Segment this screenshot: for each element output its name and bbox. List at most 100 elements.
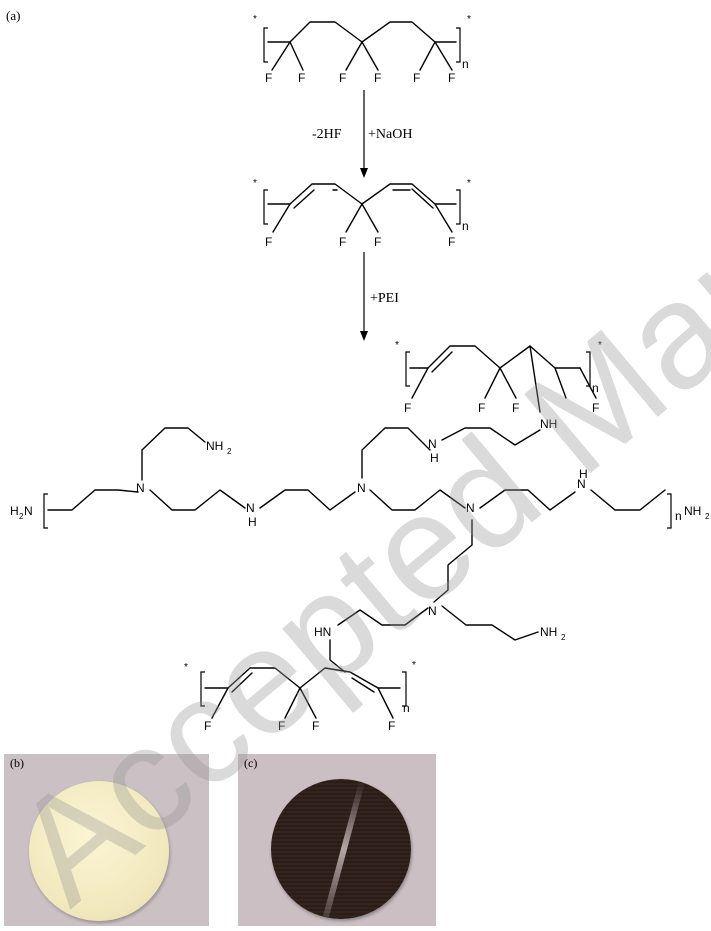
fluorine: F bbox=[265, 235, 272, 249]
cf-bonds bbox=[271, 41, 453, 71]
double-bond-2 bbox=[411, 188, 434, 209]
nitrogen: N bbox=[24, 504, 33, 518]
hydrogen: H bbox=[248, 515, 257, 529]
bracket-left bbox=[200, 671, 205, 707]
repeat-n: n bbox=[462, 219, 469, 233]
bracket-right bbox=[456, 27, 461, 63]
fluorine: F bbox=[448, 235, 455, 249]
hydrogen: H bbox=[430, 451, 439, 465]
fluorine: F bbox=[478, 401, 485, 415]
lower-nh2-chain bbox=[441, 605, 539, 641]
fluorine: F bbox=[448, 71, 455, 85]
fluorine: F bbox=[204, 719, 211, 733]
step1-minus-hf: -2HF bbox=[312, 127, 342, 142]
nitrogen: N bbox=[466, 501, 475, 515]
fluorine: F bbox=[312, 719, 319, 733]
main-chain-1 bbox=[47, 489, 139, 511]
fluorine: F bbox=[298, 71, 305, 85]
nitrogen: N bbox=[357, 481, 366, 495]
amine-hn: HN bbox=[314, 625, 331, 639]
star-left: * bbox=[184, 662, 188, 673]
amine-h2n: H bbox=[10, 504, 19, 518]
star-left: * bbox=[253, 14, 257, 25]
double-bonds bbox=[293, 189, 411, 209]
subscript: 2 bbox=[705, 512, 710, 521]
lower-hn-chain bbox=[337, 607, 429, 626]
star-right: * bbox=[412, 660, 416, 671]
panel-label-b: (b) bbox=[10, 756, 24, 770]
modified-disk-photo bbox=[271, 779, 411, 919]
fluorine: F bbox=[592, 401, 599, 415]
bottom-backbone bbox=[204, 667, 401, 689]
subscript: 2 bbox=[19, 512, 24, 521]
fluorine: F bbox=[388, 719, 395, 733]
nitrogen: N bbox=[246, 501, 255, 515]
repeat-n: n bbox=[403, 701, 410, 715]
pvdf-disk-photo bbox=[29, 781, 169, 921]
repeat-n: n bbox=[592, 381, 599, 395]
main-bracket-left bbox=[43, 493, 48, 529]
pei-grafted-structure: * n * F F F F NH N H NH 2 H 2 N N N H N … bbox=[10, 340, 710, 733]
star-left: * bbox=[253, 178, 257, 189]
bracket-right bbox=[402, 671, 407, 707]
step1-naoh: +NaOH bbox=[368, 127, 412, 142]
branch-nh2 bbox=[141, 427, 206, 481]
photo-panel-b: (b) bbox=[4, 754, 209, 926]
bottom-cf-bonds bbox=[211, 687, 394, 719]
repeat-n: n bbox=[462, 57, 469, 71]
subscript: 2 bbox=[227, 447, 232, 456]
step2-pei: +PEI bbox=[370, 291, 399, 306]
bottom-double-bonds bbox=[231, 672, 375, 693]
star-left: * bbox=[395, 340, 399, 351]
bracket-right bbox=[586, 351, 591, 387]
repeat-n: n bbox=[675, 509, 682, 523]
amine-nh2-end: NH bbox=[684, 504, 701, 518]
top-side-bonds bbox=[411, 345, 597, 413]
main-chain-4 bbox=[369, 489, 466, 511]
fluorine: F bbox=[374, 235, 381, 249]
main-chain-6 bbox=[590, 489, 666, 511]
nitrogen: N bbox=[428, 437, 437, 451]
disk-streak bbox=[322, 780, 366, 918]
fluorine: F bbox=[404, 401, 411, 415]
main-chain-2 bbox=[149, 489, 246, 511]
hydrogen: H bbox=[579, 467, 588, 481]
amine-nh2: NH bbox=[206, 439, 223, 453]
reaction-arrow-1: -2HF +NaOH bbox=[312, 90, 412, 178]
nitrogen: N bbox=[577, 477, 586, 491]
panel-label-c: (c) bbox=[244, 756, 258, 770]
pvdf-structure: * n * F F F F F F bbox=[253, 14, 471, 85]
amine-nh: NH bbox=[540, 417, 557, 431]
top-backbone bbox=[409, 345, 581, 369]
dhf-backbone bbox=[267, 183, 457, 205]
star-right: * bbox=[598, 340, 602, 351]
chain-upper-2 bbox=[441, 427, 541, 446]
fluorine: F bbox=[339, 235, 346, 249]
bracket-left bbox=[263, 27, 268, 63]
fluorine: F bbox=[512, 401, 519, 415]
nitrogen: N bbox=[136, 481, 145, 495]
photo-panel-c: (c) bbox=[238, 754, 436, 926]
panel-label-a: (a) bbox=[6, 8, 20, 23]
fluorine: F bbox=[278, 719, 285, 733]
main-chain-5 bbox=[479, 489, 576, 511]
hn-link bbox=[329, 639, 346, 673]
bracket-right bbox=[456, 189, 461, 225]
dhf-pvdf-structure: * n * F F F F bbox=[253, 178, 471, 249]
top-double-bond bbox=[431, 351, 453, 373]
lower-branch bbox=[433, 519, 473, 603]
reaction-arrow-2: +PEI bbox=[360, 252, 399, 341]
fluorine: F bbox=[413, 71, 420, 85]
fluorine: F bbox=[339, 71, 346, 85]
main-chain-3 bbox=[259, 489, 356, 511]
main-bracket-right bbox=[667, 493, 672, 529]
fluorine: F bbox=[374, 71, 381, 85]
star-right: * bbox=[467, 14, 471, 25]
star-right: * bbox=[467, 178, 471, 189]
amine-nh2: NH bbox=[540, 625, 557, 639]
pvdf-backbone bbox=[267, 21, 457, 43]
nitrogen: N bbox=[428, 604, 437, 618]
fluorine: F bbox=[265, 71, 272, 85]
